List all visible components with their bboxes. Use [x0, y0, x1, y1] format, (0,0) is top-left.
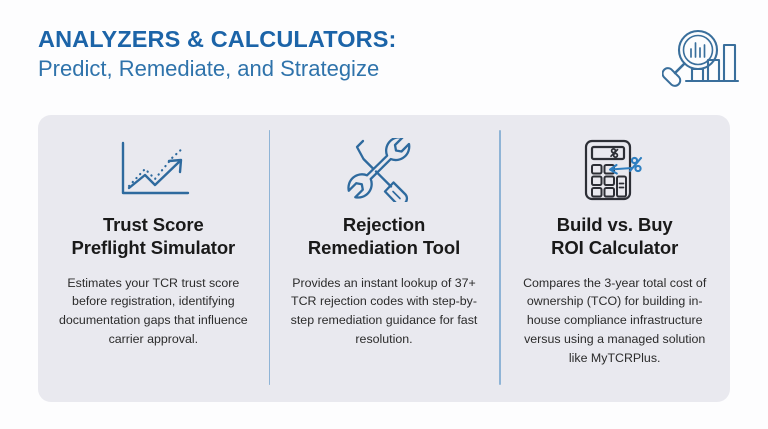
growth-trend-chart-icon — [114, 133, 192, 207]
card-title: Rejection Remediation Tool — [308, 213, 460, 260]
card-title-line1: Rejection — [342, 214, 426, 235]
card-description: Estimates your TCR trust score before re… — [58, 275, 248, 347]
card-title-line2: Preflight Simulator — [71, 237, 236, 259]
header: ANALYZERS & CALCULATORS: Predict, Remedi… — [38, 26, 638, 83]
card-rejection-remediation-tool[interactable]: Rejection Remediation Tool Provides an i… — [268, 115, 500, 402]
calculator-percent-icon — [577, 133, 653, 207]
card-description: Provides an instant lookup of 37+ TCR re… — [290, 275, 478, 347]
card-title-line1: Trust Score — [102, 214, 204, 235]
page-title: ANALYZERS & CALCULATORS: — [38, 26, 397, 52]
cards-panel: Trust Score Preflight Simulator Estimate… — [38, 115, 730, 402]
page-subtitle: Predict, Remediate, and Strategize — [38, 56, 380, 82]
card-build-vs-buy-roi-calculator[interactable]: Build vs. Buy ROI Calculator Compares th… — [499, 115, 730, 402]
card-description: Compares the 3-year total cost of owners… — [523, 275, 707, 365]
magnifier-bar-chart-icon — [661, 22, 746, 94]
card-title: Trust Score Preflight Simulator — [72, 213, 236, 260]
card-title-line2: Remediation Tool — [307, 237, 461, 259]
wrench-screwdriver-tools-icon — [347, 133, 421, 207]
card-title-line2: ROI Calculator — [551, 237, 679, 259]
card-title: Build vs. Buy ROI Calculator — [551, 213, 678, 260]
card-title-line1: Build vs. Buy — [556, 214, 673, 235]
card-trust-score-preflight-simulator[interactable]: Trust Score Preflight Simulator Estimate… — [38, 115, 269, 402]
